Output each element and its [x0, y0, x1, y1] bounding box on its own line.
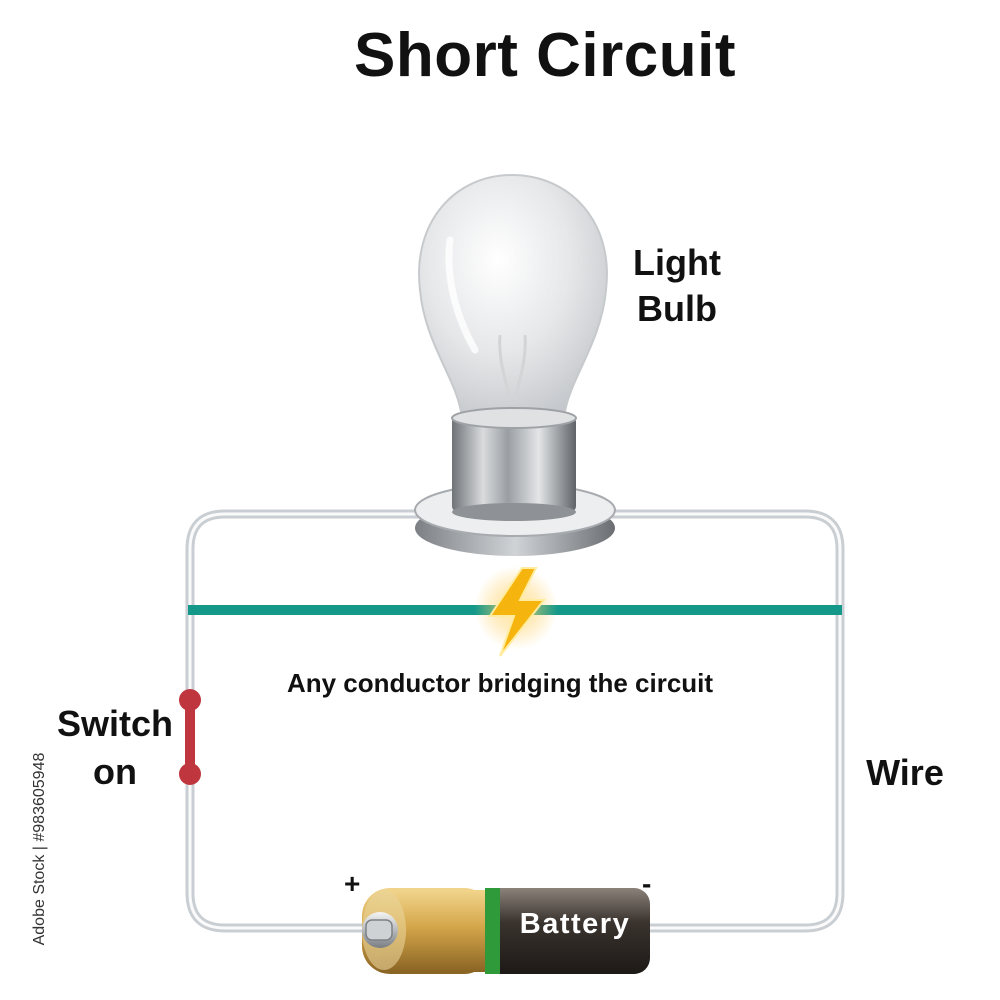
switch-label: Switch on [40, 700, 190, 796]
light-bulb-label: Light Bulb [612, 240, 742, 332]
lightning-bolt-icon [474, 566, 558, 657]
wire-label: Wire [866, 752, 944, 793]
light-bulb-label-line1: Light [633, 242, 721, 283]
bulb-glass [418, 173, 608, 419]
switch-terminal-top [179, 689, 201, 711]
switch-label-line1: Switch [56, 703, 173, 744]
switch [179, 689, 201, 785]
battery [362, 888, 650, 974]
switch-label-line2: on [93, 751, 137, 792]
battery-minus-label: - [642, 868, 652, 899]
light-bulb-label-line2: Bulb [637, 288, 717, 329]
bridge-label: Any conductor bridging the circuit [286, 668, 714, 698]
watermark: Adobe Stock | #983605948 [31, 752, 48, 946]
page-title: Short Circuit [354, 21, 736, 90]
battery-plus-label: + [344, 868, 361, 899]
switch-terminal-bottom [179, 763, 201, 785]
battery-label: Battery [519, 908, 631, 940]
light-bulb [414, 173, 616, 556]
battery-band [485, 888, 503, 974]
